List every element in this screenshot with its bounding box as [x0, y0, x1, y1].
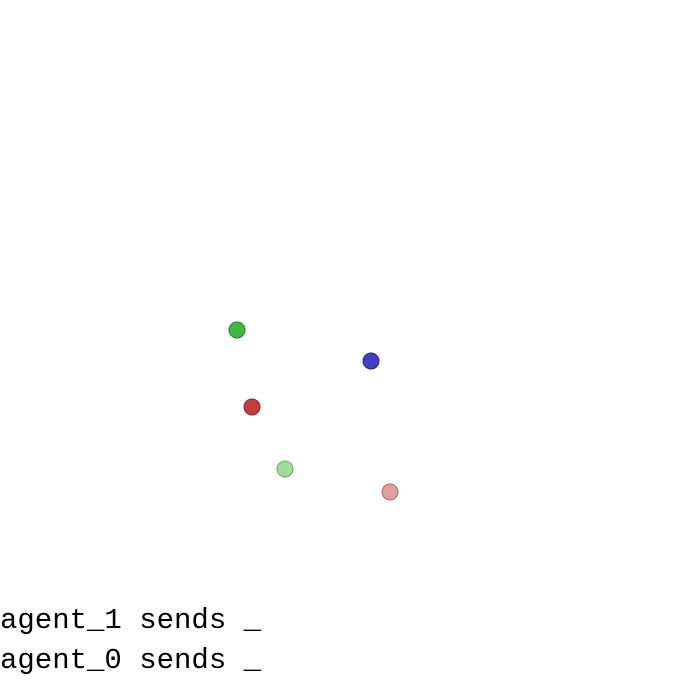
- message-line-agent-0: agent_0 sends _: [0, 644, 262, 677]
- message-line-agent-1: agent_1 sends _: [0, 604, 262, 637]
- landmark-green: [228, 321, 246, 339]
- agent-blue: [362, 352, 380, 370]
- goal-light-green: [276, 460, 294, 478]
- goal-light-red: [381, 483, 399, 501]
- agent-red: [243, 398, 261, 416]
